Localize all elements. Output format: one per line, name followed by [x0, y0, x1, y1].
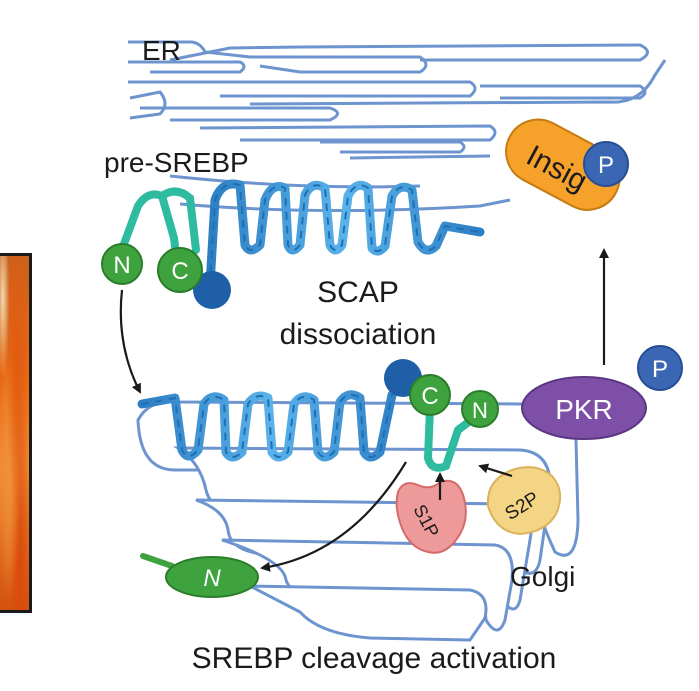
c-circle-bottom: C: [409, 374, 451, 416]
s2p-protease: S2P: [486, 466, 562, 536]
svg-text:C: C: [171, 258, 188, 285]
scap-bottom: [137, 375, 407, 462]
phospho-pkr: P: [637, 345, 683, 391]
srebp-linker-top: [120, 187, 200, 274]
pkr-protein: PKR: [521, 376, 647, 440]
n-circle-top: N: [101, 243, 143, 285]
svg-text:P: P: [652, 356, 668, 383]
label-scap: SCAP: [317, 276, 399, 309]
label-dissociation: dissociation: [280, 318, 437, 351]
svg-text:PKR: PKR: [555, 394, 613, 425]
label-golgi: Golgi: [510, 561, 575, 592]
scap-top: [205, 179, 485, 290]
c-circle-top: C: [157, 247, 203, 293]
s1p-protease: S1P: [395, 479, 467, 554]
svg-text:N: N: [472, 398, 488, 423]
label-er: ER: [142, 35, 181, 66]
label-pre-srebp: pre-SREBP: [104, 147, 249, 178]
srebp-linker-bottom: [423, 404, 478, 472]
arrow-s2p-cleave: [478, 463, 513, 478]
label-srebp-cleavage: SREBP cleavage activation: [192, 642, 557, 675]
arrow-release-n: [260, 461, 407, 572]
n-circle-bottom: N: [461, 390, 499, 428]
svg-text:P: P: [598, 152, 614, 179]
arrows: [119, 248, 609, 572]
svg-text:N: N: [113, 252, 130, 279]
released-n-fragment: N: [140, 553, 259, 598]
phospho-insig: P: [583, 141, 629, 187]
svg-text:C: C: [421, 383, 438, 410]
svg-text:N: N: [203, 565, 221, 592]
cell-photo-strip: [0, 253, 32, 613]
scap-ball-top: [193, 271, 231, 309]
arrow-er-to-golgi: [119, 289, 141, 394]
er-membrane: [128, 40, 667, 213]
